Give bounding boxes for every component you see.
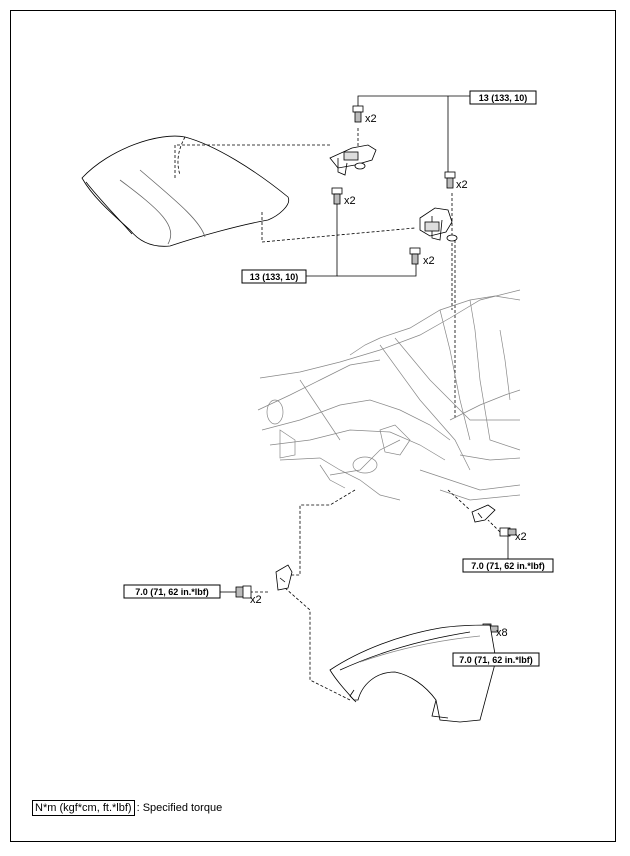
legend-unit-box: N*m (kgf*cm, ft.*lbf) (32, 800, 135, 816)
qty-label-fender-bracket-left: x2 (250, 594, 262, 606)
torque-box-hood-bottom: 13 (133, 10) (241, 269, 307, 284)
torque-box-fender-left: 7.0 (71, 62 in.*lbf) (123, 584, 221, 599)
torque-value-fender-left: 7.0 (71, 62 in.*lbf) (135, 587, 209, 597)
hood (81, 135, 290, 247)
qty-label-hood-bolt-2: x2 (456, 179, 468, 191)
legend: N*m (kgf*cm, ft.*lbf) : Specified torque (32, 800, 222, 816)
front-fender (329, 624, 497, 723)
bolt-fender-right (499, 527, 517, 537)
vehicle-body-frame (257, 289, 521, 501)
qty-label-fender-bracket-right: x2 (515, 531, 527, 543)
torque-box-fender-right: 7.0 (71, 62 in.*lbf) (462, 558, 554, 573)
bolt-hood-2 (444, 171, 456, 189)
fender-bracket-right (471, 504, 496, 523)
legend-description: : Specified torque (136, 802, 223, 814)
hood-guide-lines (174, 128, 456, 420)
torque-value-hood-top: 13 (133, 10) (479, 93, 528, 103)
bolt-fender-left (235, 585, 252, 599)
fender-bracket-left (275, 564, 293, 591)
torque-value-fender-right: 7.0 (71, 62 in.*lbf) (471, 561, 545, 571)
qty-label-hood-bolt-3: x2 (344, 195, 356, 207)
page-frame (10, 10, 616, 842)
torque-value-hood-bottom: 13 (133, 10) (250, 272, 299, 282)
qty-label-hood-bolt-1: x2 (365, 113, 377, 125)
hood-hinge-lower (419, 207, 458, 242)
bolt-hood-1 (352, 105, 364, 123)
bolt-hood-4 (409, 247, 421, 265)
torque-box-hood-top: 13 (133, 10) (469, 90, 537, 105)
torque-box-fender-bolts: 7.0 (71, 62 in.*lbf) (452, 652, 540, 667)
qty-label-hood-bolt-4: x2 (423, 255, 435, 267)
qty-label-fender-bolts: x8 (496, 627, 508, 639)
torque-value-fender-bolts: 7.0 (71, 62 in.*lbf) (459, 655, 533, 665)
bolt-hood-3 (331, 187, 343, 205)
hood-hinge-upper (329, 144, 377, 176)
